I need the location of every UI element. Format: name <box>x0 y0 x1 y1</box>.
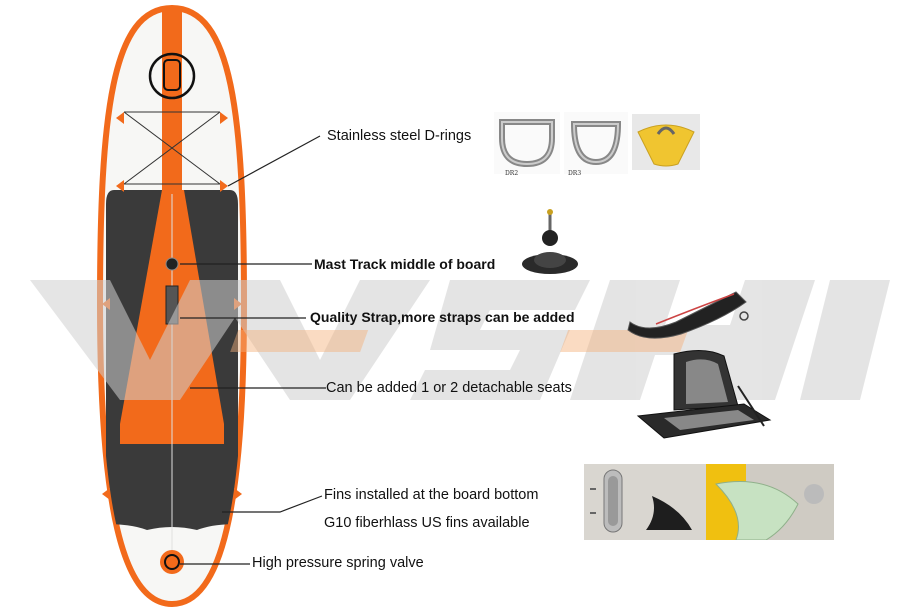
label-seats: Can be added 1 or 2 detachable seats <box>326 380 572 396</box>
label-fins-g10: G10 fiberhlass US fins available <box>324 515 530 531</box>
fin-installed-icon <box>706 464 834 540</box>
caption-dr3: DR3 <box>568 170 582 177</box>
mast-base-icon <box>522 209 578 274</box>
label-strap: Quality Strap,more straps can be added <box>310 309 575 325</box>
label-d-rings: Stainless steel D-rings <box>327 128 472 144</box>
d-ring-icon <box>494 112 560 174</box>
d-ring-patch-icon <box>632 114 700 170</box>
label-fins-bottom: Fins installed at the board bottom <box>324 487 539 503</box>
d-ring-icon <box>564 112 628 174</box>
label-valve: High pressure spring valve <box>252 555 424 571</box>
fin-icon <box>646 496 692 530</box>
strap-icon <box>627 291 749 339</box>
seat-icon <box>636 350 772 439</box>
caption-dr2: DR2 <box>505 170 519 177</box>
label-mast-track: Mast Track middle of board <box>314 256 496 272</box>
